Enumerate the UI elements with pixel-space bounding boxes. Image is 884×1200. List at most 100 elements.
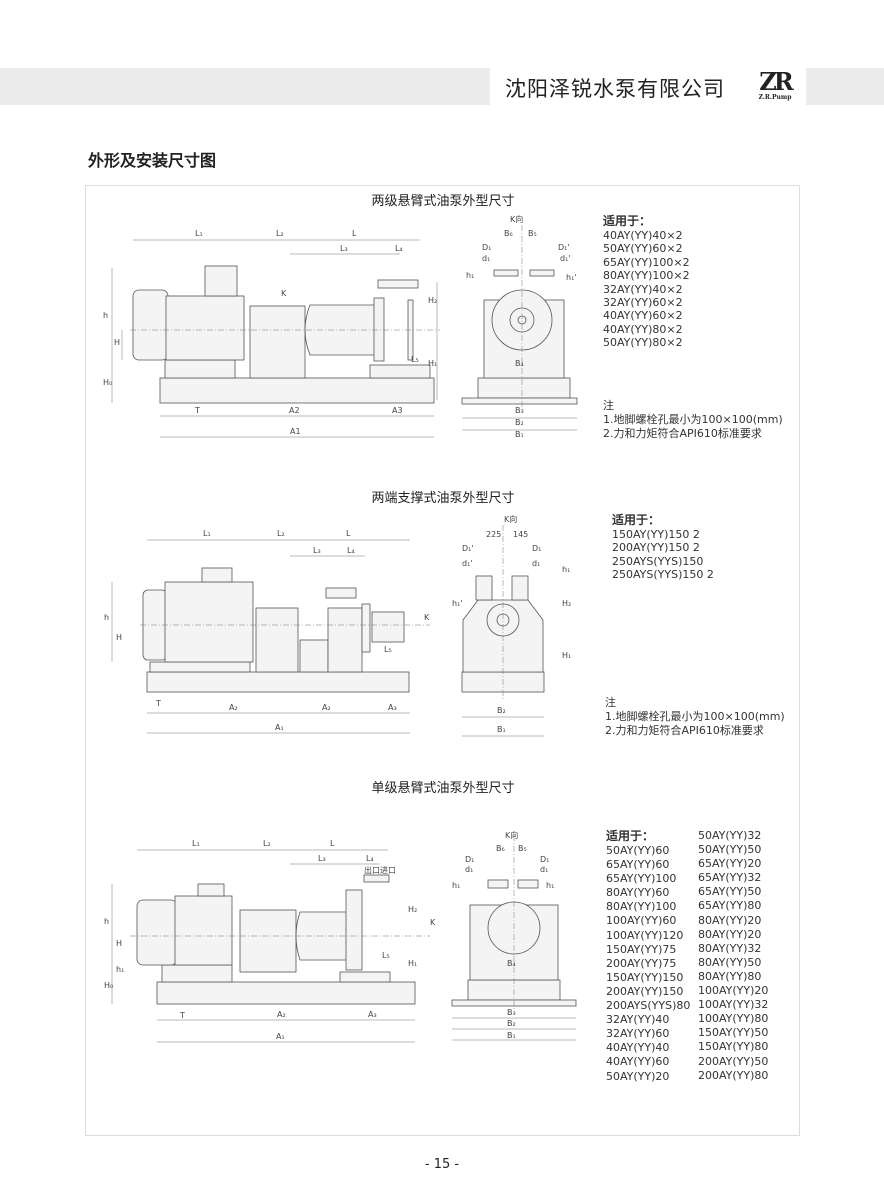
model: 150AY(YY)75 [606,942,677,956]
dim-label: d₁' [462,559,472,568]
dim-label: H [116,633,122,642]
dim-label: K向 [510,214,523,224]
dim-label: L [346,529,351,538]
model: 80AY(YY)60 [606,886,670,900]
note: 1.地脚螺栓孔最小为100×100(mm) [603,413,783,426]
model: 250AYS(YYS)150 [612,554,704,568]
note-heading: 注 [603,399,614,412]
model: 100AY(YY)120 [606,928,684,942]
dim-label: T [155,699,161,708]
note: 1.地脚螺栓孔最小为100×100(mm) [605,710,785,723]
dim-label: L₁ [203,529,211,538]
page-title: 外形及安装尺寸图 [88,151,217,170]
model: 32AY(YY)60×2 [603,296,683,310]
dim-label: A₃ [388,703,397,712]
model: 65AY(YY)60 [606,858,670,872]
models-list-2: 适用于： 150AY(YY)150 2 200AY(YY)150 2 250AY… [612,513,714,582]
dim-label: A₂ [229,703,238,712]
dim-label: B₅ [528,229,537,238]
dim-label: L₄ [395,244,403,253]
dim-label: A2 [289,406,300,415]
model: 200AY(YY)150 2 [612,541,700,555]
drawing-1-side-view: L₁ L₂ L L₃ L₄ L₅ K h H H₀ H₂ H₁ T A2 A3 … [103,229,440,438]
model: 80AY(YY)100×2 [603,269,690,283]
dim-label: H [116,939,122,948]
note: 2.力和力矩符合API610标准要求 [603,427,762,440]
dim-label: K [430,918,436,927]
dim-label: L₂ [277,529,285,538]
dim-label: A₂ [322,703,331,712]
dim-label: K [424,613,430,622]
dim-label: B₅ [518,844,527,853]
model: 40AY(YY)60 [606,1055,670,1069]
dim-label: D₁ [540,855,549,864]
dim-label: H₁ [428,359,437,368]
model: 100AY(YY)60 [606,914,677,928]
model: 50AY(YY)80×2 [603,336,683,350]
dim-label: d₁ [532,559,540,568]
dim-label: h₁ [116,965,124,974]
dim-label: L₁ [192,839,200,848]
dim-label: A1 [290,427,301,436]
dim-label: d₁ [482,254,490,263]
dim-label: K向 [505,830,518,840]
applies-label: 适用于： [612,513,661,527]
dim-label: B₂ [497,706,506,715]
dim-label: A₂ [277,1010,286,1019]
dim-label: B₄ [507,959,516,968]
models-list-3a: 适用于： 50AY(YY)60 65AY(YY)60 65AY(YY)100 8… [606,829,690,1084]
dim-label: D₁ [465,855,474,864]
dim-label: h₁ [466,271,474,280]
dim-label: H [114,338,120,347]
dim-label: L₂ [263,839,271,848]
section-title-single-stage: 单级悬臂式油泵外型尺寸 [371,781,515,796]
dim-label: T [194,406,200,415]
dim-label: h [104,917,109,926]
model: 100AY(YY)80 [698,1012,769,1026]
model: 32AY(YY)60 [606,1027,670,1041]
dim-label: L₄ [366,854,374,863]
header-band [0,68,490,105]
model: 40AY(YY)40 [606,1041,670,1055]
dim-label: L₁ [195,229,203,238]
model: 150AY(YY)150 2 [612,528,700,541]
dim-label: A₁ [275,723,284,732]
model: 100AY(YY)32 [698,998,769,1012]
model: 50AY(YY)20 [606,1069,670,1083]
models-list-1: 适用于： 40AY(YY)40×2 50AY(YY)60×2 65AY(YY)1… [603,214,690,350]
model: 32AY(YY)40×2 [603,282,683,296]
model: 65AY(YY)20 [698,857,762,871]
model: 200AY(YY)80 [698,1068,769,1082]
dim-label: 出口 [364,865,380,875]
model: 65AY(YY)100 [606,872,677,886]
dim-label: A3 [392,406,403,415]
note-heading: 注 [605,696,616,709]
model: 65AY(YY)32 [698,871,762,885]
model: 150AY(YY)80 [698,1040,769,1054]
dim-label: h₁ [546,881,554,890]
dim-label: h₁ [562,565,570,574]
model: 80AY(YY)20 [698,927,762,941]
model: 50AY(YY)60×2 [603,242,683,256]
logo-mark: ZR [759,67,793,96]
company-name: 沈阳泽锐水泵有限公司 [505,77,725,101]
drawing-2-end-view: K向 225 145 D₁' d₁' D₁ d₁ h₁' h₁ H₂ H₁ B₂… [452,514,571,737]
logo-subtext: Z.R.Pump [758,94,792,101]
dim-label: H₀ [103,378,112,387]
dim-label: L [352,229,357,238]
dim-label: H₁ [408,959,417,968]
model: 80AY(YY)80 [698,969,762,983]
model: 65AY(YY)80 [698,899,762,913]
model: 150AY(YY)50 [698,1026,769,1040]
dim-label: d₁ [465,865,473,874]
page-number: - 15 - [424,1157,460,1172]
dim-label: D₁ [482,243,491,252]
dim-label: B₄ [515,359,524,368]
drawing-1-end-view: K向 B₆ B₅ D₁ d₁ D₁' d₁' h₁ h₁' B₄ B₃ B₂ B… [461,214,578,439]
dim-label: B₂ [507,1019,516,1028]
drawing-2-side-view: L₁ L₂ L L₃ L₄ L₅ K h H T A₂ A₂ A₃ A₁ [104,529,430,734]
dim-label: h₁ [452,881,460,890]
dim-label: d₁' [560,254,570,263]
model: 200AYS(YYS)80 [606,999,691,1013]
